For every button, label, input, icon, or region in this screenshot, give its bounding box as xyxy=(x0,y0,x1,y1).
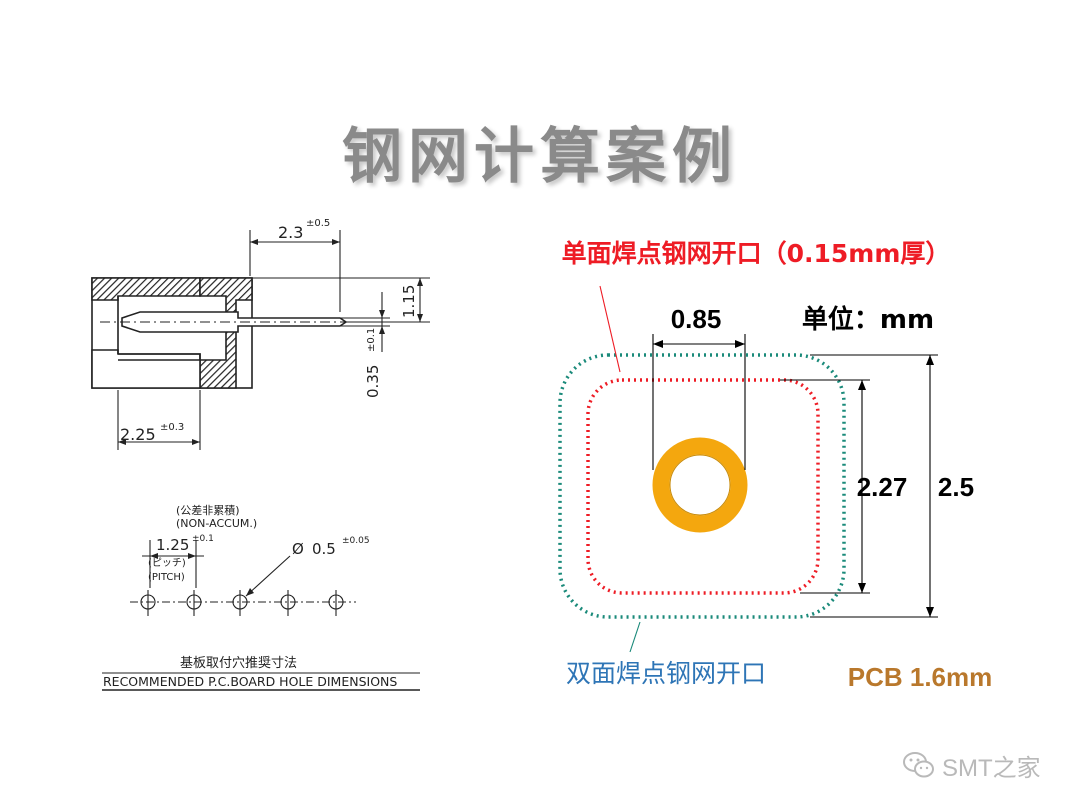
hole-diameter: 0.5 xyxy=(312,540,336,558)
dim-base: 2.25 xyxy=(120,425,156,444)
dimension-text-top: 2.3 ±0.5 1.15 0.35 ±0.1 2.25 ±0.3 xyxy=(120,218,418,444)
hatched-top xyxy=(91,277,201,301)
single-side-aperture xyxy=(586,378,820,595)
lower-detail xyxy=(118,353,201,361)
caption-jp: 基板取付穴推奨寸法 xyxy=(180,656,297,671)
dim-height: 1.15 xyxy=(400,285,418,318)
dim-085: 0.85 xyxy=(671,304,722,334)
dimension-lines-top xyxy=(117,230,430,450)
double-side-label: 双面焊点钢网开口 xyxy=(566,659,766,688)
dim-pin-tol: ±0.1 xyxy=(366,328,377,352)
hole-tol: ±0.05 xyxy=(342,536,370,546)
annular-ring xyxy=(652,437,748,533)
hatched-right xyxy=(199,277,253,389)
stencil-dimension-lines xyxy=(599,285,938,653)
page-title: 钢网计算案例 xyxy=(342,122,738,192)
hole-row xyxy=(102,540,420,691)
dimension-arrows-top xyxy=(118,239,423,445)
caption-en: RECOMMENDED P.C.BOARD HOLE DIMENSIONS xyxy=(103,674,397,689)
dim-pin: 0.35 xyxy=(364,365,382,398)
dim-227: 2.27 xyxy=(857,472,908,502)
note-en: (NON-ACCUM.) xyxy=(176,517,257,530)
stencil-dimension-arrows xyxy=(653,340,934,617)
lower-body xyxy=(91,349,201,389)
dim-length: 2.3 xyxy=(278,223,303,242)
pitch-tol: ±0.1 xyxy=(192,534,214,544)
unit-label: 单位：mm xyxy=(802,304,934,335)
hole-edge xyxy=(669,454,731,516)
hole-diameter-symbol: Ø xyxy=(292,540,304,558)
wechat-icon xyxy=(903,752,934,778)
watermark: SMT之家 xyxy=(902,748,1041,782)
pitch-jp: (ピッチ) xyxy=(148,557,186,569)
stencil-diagram: 单面焊点钢网开口（0.15mm厚） 0.85 单位：mm 2.27 2.5 双面… xyxy=(558,239,993,692)
pitch-value: 1.25 xyxy=(156,536,189,554)
dim-base-tol: ±0.3 xyxy=(160,422,184,433)
pitch-en: (PITCH) xyxy=(148,572,185,583)
dim-length-tol: ±0.5 xyxy=(306,218,330,229)
single-side-label: 单面焊点钢网开口（0.15mm厚） xyxy=(562,239,951,268)
pcb-thickness: PCB 1.6mm xyxy=(848,662,993,692)
hole-arrows xyxy=(150,553,254,596)
connector-side-view xyxy=(91,277,360,389)
dim-25: 2.5 xyxy=(938,472,974,502)
watermark-text: SMT之家 xyxy=(942,754,1041,782)
hole-dimensions: (公差非累積) (NON-ACCUM.) 1.25 ±0.1 (ピッチ) (PI… xyxy=(103,503,397,689)
double-side-aperture xyxy=(558,353,846,619)
note-jp: (公差非累積) xyxy=(176,503,240,517)
